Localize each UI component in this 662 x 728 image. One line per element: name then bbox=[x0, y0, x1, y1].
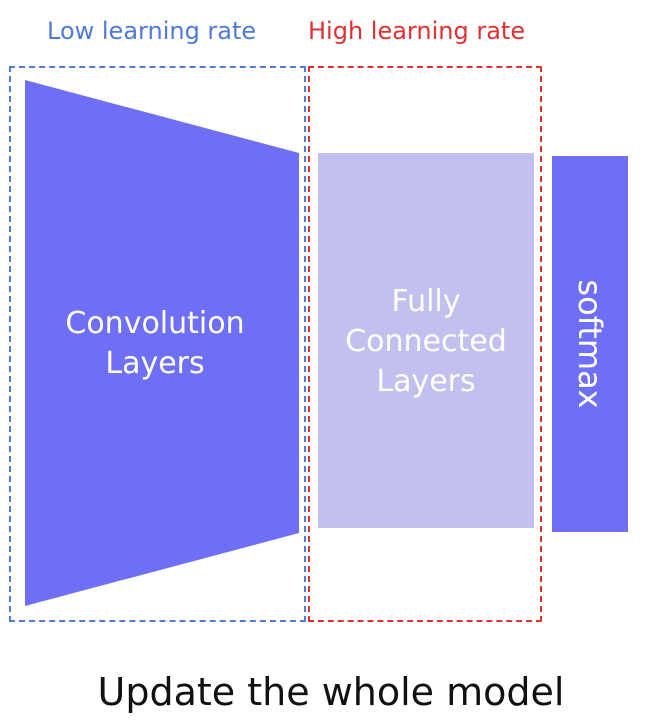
caption: Update the whole model bbox=[97, 670, 565, 714]
fully-connected-label-line2: Connected bbox=[345, 324, 507, 359]
fully-connected-label-line1: Fully bbox=[391, 284, 461, 319]
fully-connected-layers-label: Fully Connected Layers bbox=[318, 282, 534, 402]
convolution-layers-label-line2: Layers bbox=[105, 346, 205, 381]
softmax-label: softmax bbox=[571, 279, 609, 409]
softmax-block bbox=[552, 156, 628, 532]
fully-connected-label-line3: Layers bbox=[376, 364, 476, 399]
fully-connected-layers-block bbox=[318, 153, 534, 528]
low-learning-rate-region bbox=[9, 66, 306, 622]
high-learning-rate-region bbox=[308, 66, 542, 622]
low-learning-rate-label: Low learning rate bbox=[47, 17, 257, 45]
high-learning-rate-label: High learning rate bbox=[308, 17, 526, 45]
convolution-layers-label-line1: Convolution bbox=[65, 306, 245, 341]
convolution-layers-label: Convolution Layers bbox=[40, 304, 270, 384]
